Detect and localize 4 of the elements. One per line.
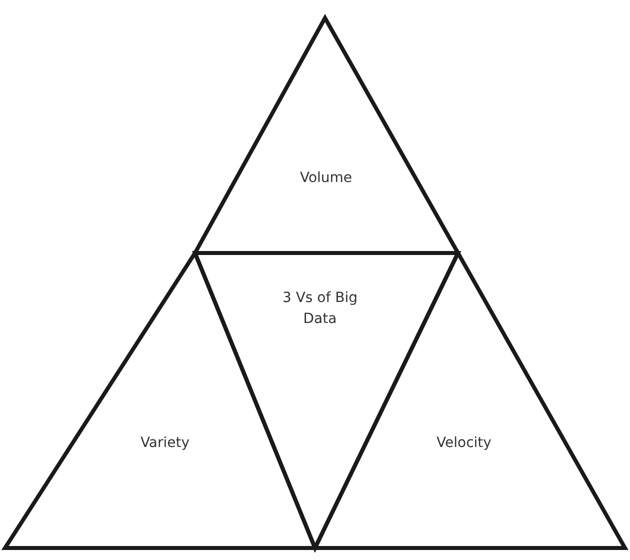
triangle-label: Volume [298,169,354,188]
triangle-label: 3 Vs of Big Data [281,289,358,329]
triangle-label: Velocity [436,434,492,453]
triangle-label: Variety [139,434,191,453]
